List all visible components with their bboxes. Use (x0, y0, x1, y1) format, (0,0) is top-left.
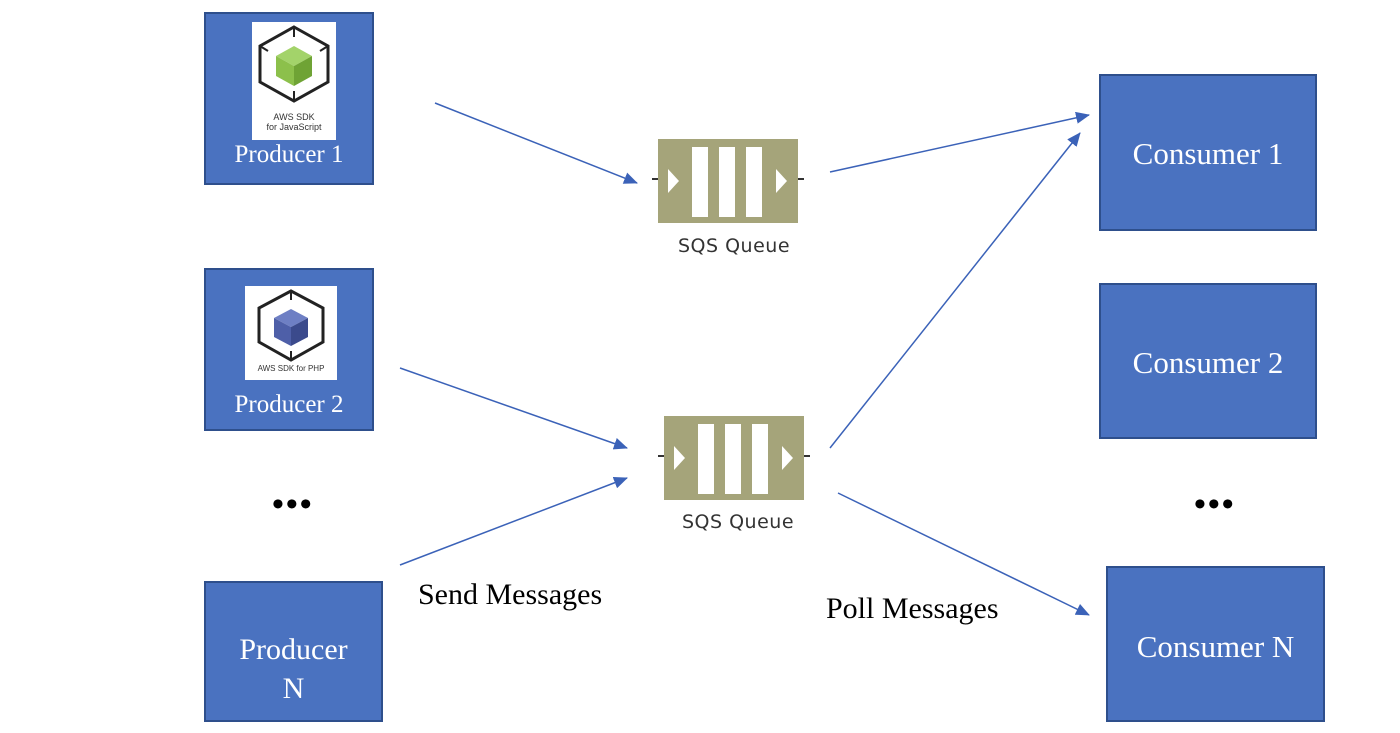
producers-ellipsis: ••• (272, 486, 314, 523)
js-cube-icon (258, 25, 330, 103)
arrow-queue1-to-consumer1 (829, 111, 1090, 173)
sdk-php-text: AWS SDK for PHP (257, 364, 325, 373)
producer-n-label-line1: Producer (239, 633, 348, 666)
arrow-queue2-to-consumer1 (829, 132, 1081, 449)
sdk-js-text-1: AWS SDK (273, 112, 315, 122)
producer-1-label: Producer 1 (234, 141, 344, 168)
consumer-1-label: Consumer 1 (1132, 136, 1284, 171)
producer-1-box: AWS SDK for JavaScript Producer 1 (204, 12, 374, 185)
consumer-1-box: Consumer 1 (1099, 74, 1317, 231)
arrow-producerN-to-queue2 (399, 477, 628, 566)
aws-sdk-php-logo: AWS SDK for PHP (245, 286, 337, 380)
arrow-producer2-to-queue2 (399, 367, 628, 450)
arrow-queue2-to-consumerN (837, 492, 1090, 616)
send-messages-caption: Send Messages (418, 578, 603, 611)
consumer-2-label: Consumer 2 (1132, 345, 1284, 380)
consumer-n-label: Consumer N (1136, 629, 1295, 664)
sqs-queue-icon (652, 139, 804, 223)
consumers-ellipsis: ••• (1194, 486, 1236, 523)
producer-2-label: Producer 2 (234, 391, 344, 418)
arrow-producer1-to-queue1 (434, 102, 638, 184)
php-cube-icon (257, 289, 325, 362)
poll-messages-caption: Poll Messages (826, 592, 999, 625)
consumer-n-box: Consumer N (1106, 566, 1325, 722)
aws-sdk-javascript-logo: AWS SDK for JavaScript (252, 22, 336, 140)
producer-n-label-line2: N (282, 672, 305, 705)
sqs-queue-icon (658, 416, 810, 500)
producer-2-box: AWS SDK for PHP Producer 2 (204, 268, 374, 431)
consumer-2-box: Consumer 2 (1099, 283, 1317, 439)
producer-n-box: Producer N (204, 581, 383, 722)
sdk-js-text-2: for JavaScript (266, 122, 322, 132)
sqs-queue-1-label: SQS Queue (677, 235, 791, 257)
sqs-queue-2-label: SQS Queue (681, 511, 795, 533)
